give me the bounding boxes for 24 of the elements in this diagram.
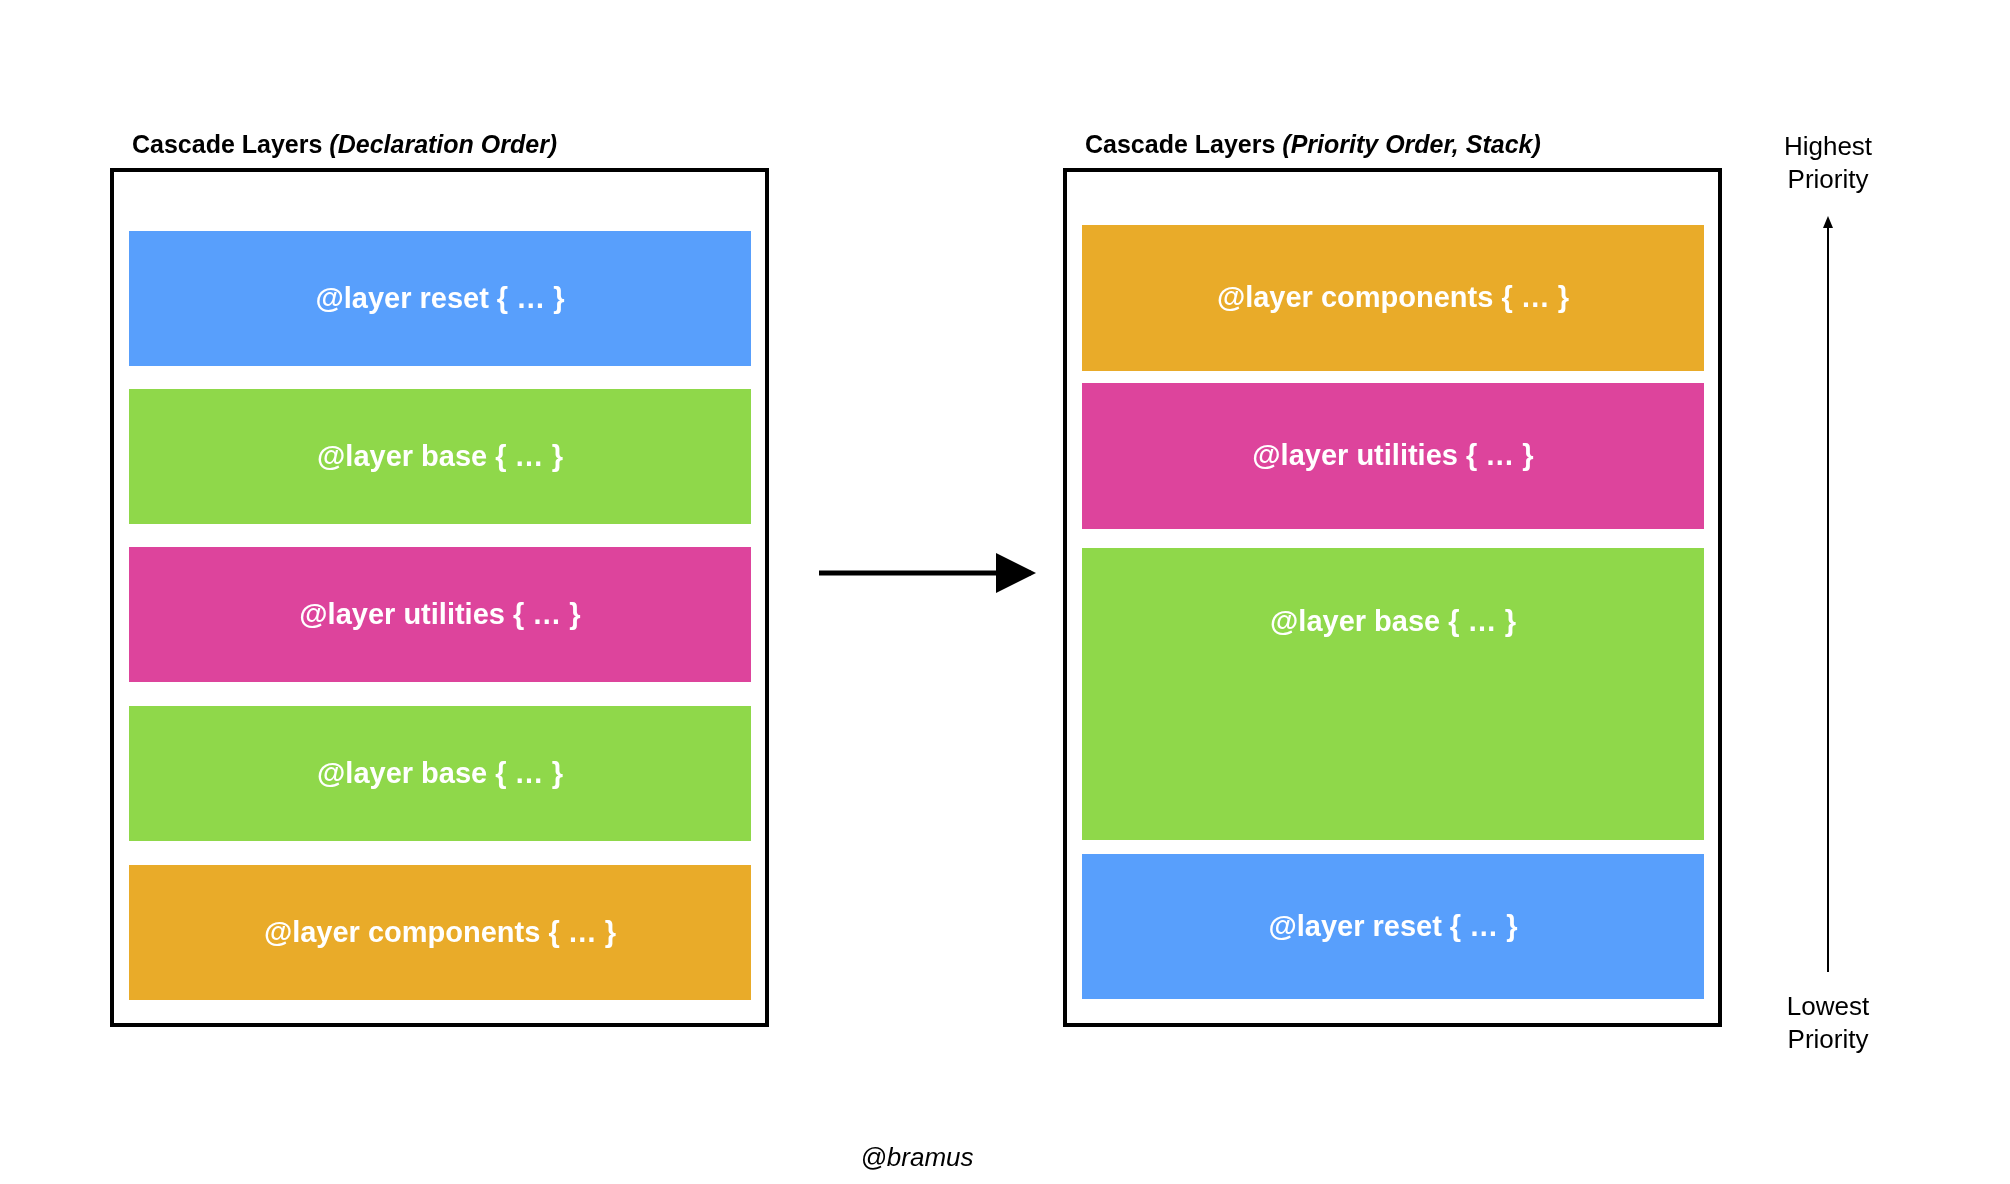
layer-block: [129, 231, 751, 366]
layer-block: [1082, 854, 1704, 999]
layer-block: [1082, 225, 1704, 371]
layer-label: @layer base { … }: [1270, 604, 1516, 639]
priority-label: Highest Priority: [1782, 130, 1874, 196]
layer-label: @layer base { … }: [317, 755, 563, 791]
layer-block: [129, 706, 751, 841]
layer-label: @layer components { … }: [1216, 280, 1570, 316]
priority-label: Lowest Priority: [1785, 990, 1871, 1056]
frame-heading: Cascade Layers (Declaration Order): [132, 129, 558, 160]
frame-heading: Cascade Layers (Priority Order, Stack): [1085, 129, 1541, 160]
layer-label: @layer components { … }: [263, 914, 617, 950]
layer-block: [1082, 383, 1704, 529]
layer-label: @layer base { … }: [317, 438, 563, 474]
layer-label: @layer utilities { … }: [299, 596, 581, 632]
layer-block: [129, 547, 751, 682]
author-credit: @bramus: [859, 1141, 975, 1174]
layer-block: [129, 865, 751, 1000]
layer-block: [129, 389, 751, 524]
layer-label: @layer utilities { … }: [1252, 438, 1534, 474]
layer-block: [1082, 548, 1704, 840]
arrow: [819, 553, 1036, 593]
layer-label: @layer reset { … }: [315, 280, 565, 316]
layer-label: @layer reset { … }: [1268, 908, 1518, 944]
